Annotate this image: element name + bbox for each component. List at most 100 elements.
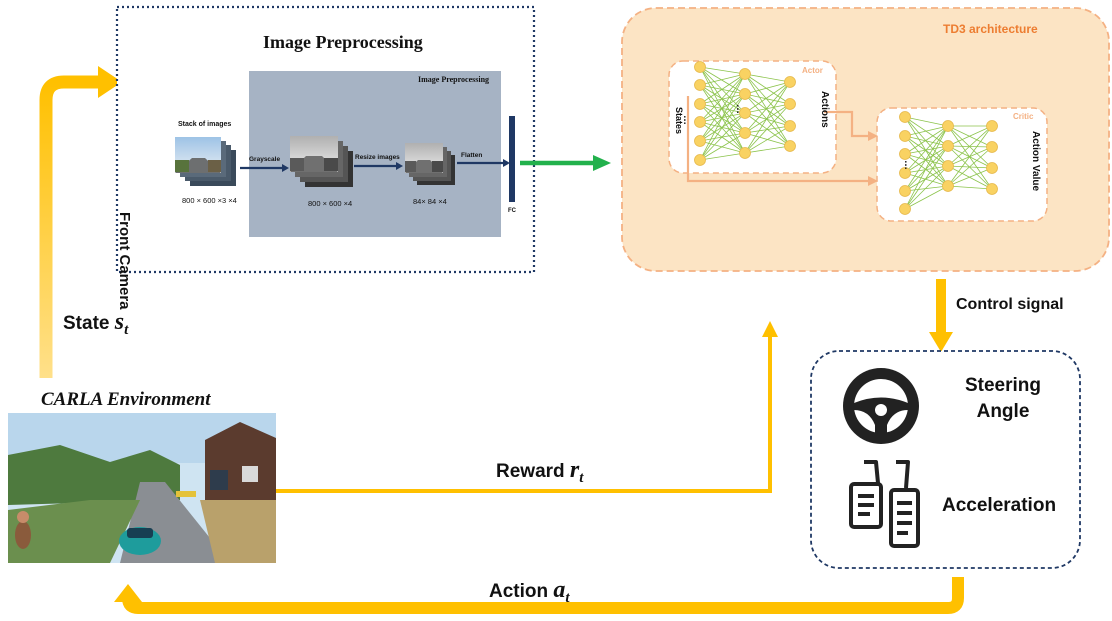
state-label-text: State — [63, 313, 115, 334]
network-edge — [947, 145, 993, 169]
network-edge — [947, 125, 993, 190]
network-edge — [699, 140, 746, 154]
network-node — [986, 120, 998, 132]
reward-symbol: r — [569, 457, 580, 483]
network-edge — [947, 165, 993, 190]
reward-arrow — [276, 321, 778, 493]
td3-title: TD3 architecture — [943, 22, 1038, 36]
steering-angle-label: Steering Angle — [958, 373, 1048, 425]
network-edge — [744, 73, 791, 83]
network-edge — [744, 103, 791, 154]
preprocess-arrows — [240, 159, 510, 172]
actor-label: Actor — [802, 66, 823, 75]
network-edge — [947, 146, 993, 187]
green-arrow — [520, 155, 611, 171]
network-edge — [947, 125, 993, 167]
network-edge — [904, 135, 949, 167]
state-symbol: s — [114, 309, 125, 335]
preprocessing-inner-title: Image Preprocessing — [418, 75, 490, 84]
network-edge — [947, 125, 993, 148]
network-node — [694, 116, 706, 128]
network-edge — [947, 125, 993, 169]
network-node — [694, 154, 706, 166]
network-edge — [904, 165, 949, 192]
network-edge — [699, 84, 746, 95]
actions-label: Actions — [819, 91, 830, 128]
network-edge — [947, 125, 993, 147]
network-edge — [744, 93, 791, 147]
steering-wheel-icon — [843, 368, 919, 444]
network-edge — [744, 81, 791, 154]
network-edge — [904, 135, 949, 187]
network-node — [694, 61, 706, 73]
actor-network — [694, 61, 796, 166]
network-node — [942, 120, 954, 132]
network-node — [784, 140, 796, 152]
action-subscript: t — [565, 589, 570, 606]
network-node — [739, 107, 751, 119]
network-edge — [699, 84, 746, 134]
critic-input-dots: … — [902, 160, 913, 170]
state-arrow — [39, 66, 122, 378]
steering-label-line1: Steering — [964, 375, 1042, 396]
network-edge — [699, 103, 746, 114]
network-edge — [744, 81, 791, 114]
state-subscript: t — [124, 321, 129, 338]
network-node — [694, 79, 706, 91]
image-stack-resized — [405, 143, 455, 185]
network-edge — [904, 153, 949, 187]
network-edge — [904, 145, 949, 210]
network-node — [694, 98, 706, 110]
network-edge — [947, 185, 993, 190]
network-edge — [904, 116, 949, 127]
state-label: State st — [63, 309, 128, 339]
control-signal-label: Control signal — [956, 296, 1064, 313]
network-edge — [699, 66, 746, 95]
network-edge — [904, 145, 949, 174]
network-edge — [904, 165, 949, 174]
network-node — [986, 162, 998, 174]
reward-subscript: t — [579, 469, 584, 486]
network-edge — [744, 93, 791, 127]
network-edge — [904, 145, 949, 192]
network-edge — [947, 125, 993, 187]
network-node — [899, 203, 911, 215]
network-edge — [904, 116, 949, 147]
network-edge — [904, 165, 949, 210]
network-edge — [744, 145, 791, 154]
network-edge — [744, 81, 791, 95]
network-edge — [699, 93, 746, 105]
dim-resized-label: 84× 84 ×4 — [413, 197, 447, 206]
network-edge — [904, 153, 949, 167]
network-node — [784, 98, 796, 110]
network-node — [942, 180, 954, 192]
network-edge — [904, 135, 949, 147]
network-edge — [744, 73, 791, 105]
action-label: Action at — [489, 577, 570, 607]
network-node — [739, 127, 751, 139]
dim-input-label: 800 × 600 ×3 ×4 — [182, 196, 237, 205]
network-node — [899, 185, 911, 197]
carla-environment-label: CARLA Environment — [41, 389, 211, 410]
network-node — [899, 130, 911, 142]
flatten-label: Flatten — [461, 152, 483, 159]
critic-box — [876, 107, 1048, 222]
network-edge — [904, 185, 949, 192]
network-edge — [904, 116, 949, 187]
dim-gray-label: 800 × 600 ×4 — [308, 199, 353, 208]
network-node — [739, 88, 751, 100]
network-edge — [699, 73, 746, 161]
action-arrow — [114, 577, 964, 614]
network-edge — [744, 81, 791, 134]
network-edge — [904, 125, 949, 174]
network-node — [942, 160, 954, 172]
image-stack-color — [175, 137, 236, 186]
network-node — [784, 120, 796, 132]
image-stack-gray — [290, 136, 353, 187]
network-edge — [744, 93, 791, 105]
network-edge — [699, 66, 746, 134]
fc-layer-bar — [509, 116, 515, 202]
network-edge — [699, 132, 746, 161]
front-camera-label: Front Camera — [116, 212, 133, 310]
actor-hidden-dots: … — [734, 104, 745, 114]
